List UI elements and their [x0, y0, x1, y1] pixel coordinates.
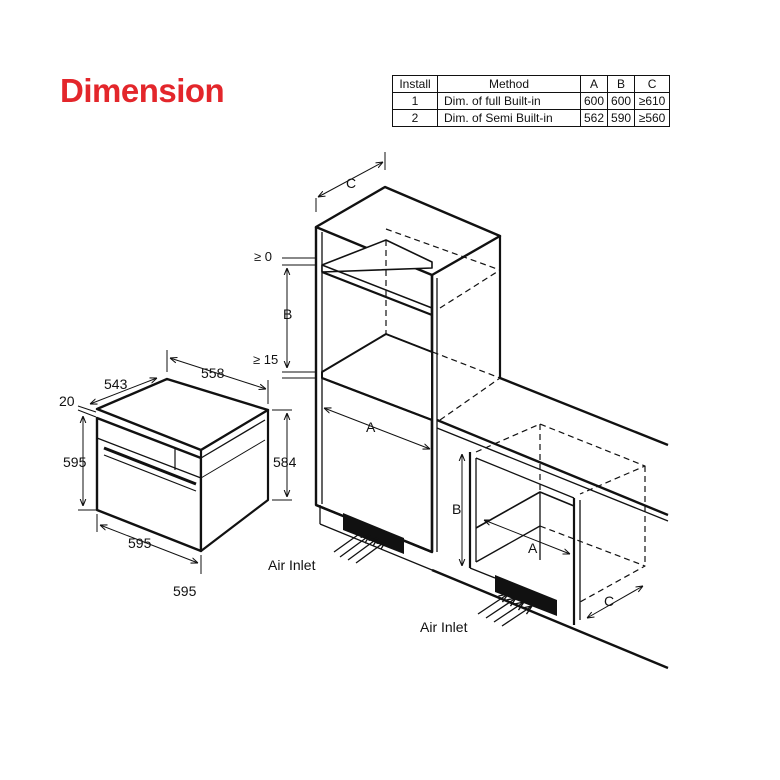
- table-row: 1 Dim. of full Built-in 600 600 ≥610: [392, 92, 671, 110]
- table-cell-method: Dim. of Semi Built-in: [437, 109, 581, 127]
- oven-drawing: [77, 350, 292, 574]
- base-cabinet-drawing: [462, 423, 646, 627]
- oven-front-thickness-label: 20: [59, 393, 75, 409]
- tall-cabinet-bottom-gap-label: ≥ 15: [253, 352, 278, 367]
- tall-cabinet-c-label: C: [346, 175, 356, 191]
- tall-cabinet-drawing: [282, 152, 669, 670]
- oven-front-width-label: 595: [128, 535, 152, 551]
- table-header-row: Install Method A B C: [392, 75, 671, 93]
- install-dimension-table: Install Method A B C 1 Dim. of full Buil…: [392, 75, 671, 127]
- base-cabinet-a-label: A: [528, 540, 538, 556]
- tall-cabinet-a-label: A: [366, 419, 376, 435]
- oven-back-height-label: 584: [273, 454, 297, 470]
- table-cell-c: ≥610: [634, 92, 671, 110]
- tall-cabinet-air-inlet-label: Air Inlet: [268, 557, 316, 573]
- base-cabinet-air-inlet-label: Air Inlet: [420, 619, 468, 635]
- oven-bottom-width-label: 595: [173, 583, 197, 599]
- table-cell-b: 600: [607, 92, 636, 110]
- tall-cabinet-b-label: B: [283, 306, 292, 322]
- oven-side-depth-label: 543: [104, 376, 128, 392]
- table-cell-b: 590: [607, 109, 636, 127]
- base-cabinet-c-label: C: [604, 593, 614, 609]
- table-cell-a: 600: [579, 92, 609, 110]
- table-row: 2 Dim. of Semi Built-in 562 590 ≥560: [392, 109, 671, 127]
- base-cabinet-b-label: B: [452, 501, 461, 517]
- tall-cabinet-top-gap-label: ≥ 0: [254, 249, 272, 264]
- oven-depth-label: 558: [201, 365, 225, 381]
- table-cell-a: 562: [579, 109, 609, 127]
- table-cell-c: ≥560: [634, 109, 671, 127]
- page-title: Dimension: [60, 72, 225, 109]
- oven-front-height-label: 595: [63, 454, 87, 470]
- column-header-install: Install: [392, 75, 438, 93]
